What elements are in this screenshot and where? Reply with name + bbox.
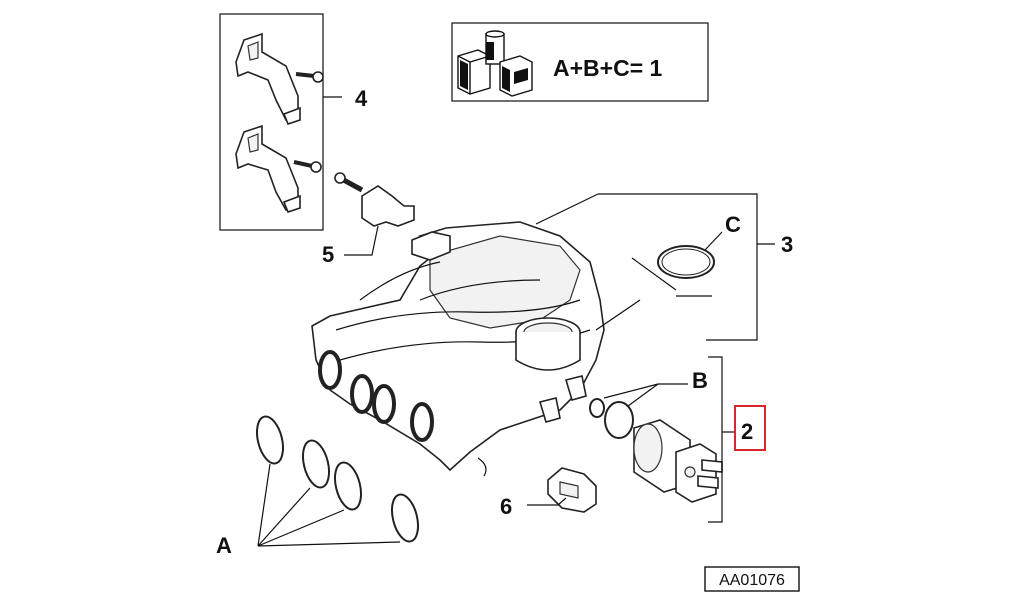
callout-c: C (725, 212, 741, 237)
screw-bottom (293, 160, 322, 173)
kit-formula: A+B+C= 1 (553, 55, 663, 81)
gasket-a-3 (333, 461, 363, 511)
screw-top (295, 71, 324, 83)
gasket-c (657, 245, 715, 279)
intake-manifold (311, 221, 605, 477)
callout-2-highlight (734, 405, 766, 451)
callout-a: A (216, 533, 232, 558)
callout-4: 4 (355, 86, 368, 111)
bracket-clip-top (235, 32, 301, 125)
part-6-connector (547, 467, 597, 513)
gasket-a-1 (255, 415, 285, 465)
gasket-a-4 (390, 493, 420, 543)
gasket-a-2 (301, 439, 331, 489)
bracket-clip-bottom (235, 124, 301, 213)
callout-b: B (692, 368, 708, 393)
callout-2: 2 (741, 419, 753, 444)
kit-boxes-icon (457, 30, 533, 97)
drawing-ref: AA01076 (719, 572, 785, 589)
screw-part-5 (334, 172, 364, 193)
callout-3: 3 (781, 232, 793, 257)
bracket-part-5 (361, 185, 415, 227)
callout-6: 6 (500, 494, 512, 519)
part-2-valve (633, 419, 723, 503)
gasket-b-large (604, 401, 634, 439)
part-4-frame (219, 13, 324, 231)
gasket-b-small (589, 398, 605, 418)
drawing-ref-box (704, 566, 800, 592)
callout-5: 5 (322, 242, 334, 267)
